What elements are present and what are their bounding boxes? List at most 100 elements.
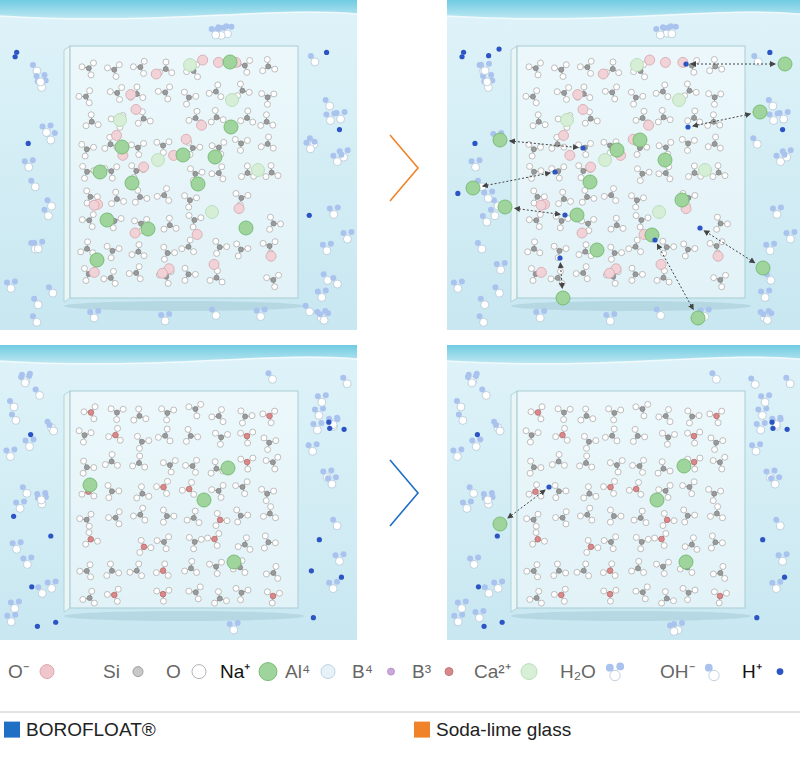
- oxygen-atom: [275, 575, 281, 581]
- oxygen-atom: [631, 101, 637, 107]
- oxygen-atom: [786, 380, 794, 388]
- water-molecule: [303, 139, 317, 153]
- oxygen-atom: [705, 144, 711, 150]
- oxygen-atom: [719, 239, 725, 245]
- oxygen-atom: [102, 145, 108, 151]
- hydroxide-ion: [477, 313, 488, 326]
- silicon-atom: [633, 95, 638, 100]
- hydroxide-ion: [30, 313, 41, 326]
- oxygen-atom: [459, 416, 467, 424]
- silicon-atom: [610, 67, 615, 72]
- oxygen-atom: [207, 561, 213, 567]
- oxygen-atom: [171, 407, 177, 413]
- oxygen-atom: [245, 192, 251, 198]
- oxygen-atom: [94, 194, 100, 200]
- hydroxide-ion: [31, 296, 42, 309]
- water-surface: [0, 0, 357, 19]
- silicon-atom: [167, 463, 172, 468]
- exchange-arrow: [693, 114, 750, 126]
- silicon-atom: [216, 145, 221, 150]
- silicon-atom: [581, 168, 586, 173]
- oxygen-atom: [191, 249, 197, 255]
- oxygen-atom: [247, 546, 253, 552]
- silicon-atom: [270, 460, 275, 465]
- hydrogen-ion: [562, 212, 567, 217]
- oxygen-atom: [244, 163, 250, 169]
- water-molecule: [451, 278, 465, 292]
- silicon-atom: [89, 119, 94, 124]
- silicon-atom: [245, 115, 250, 120]
- oxygen-atom: [711, 101, 717, 107]
- oxygen-atom: [191, 491, 197, 497]
- oxygen-atom: [232, 136, 238, 142]
- oxygen-atom: [143, 416, 149, 422]
- hydrogen-atom: [11, 447, 17, 453]
- oxygen-atom: [275, 173, 281, 179]
- water-molecule: [760, 310, 774, 324]
- silicon-atom: [187, 198, 192, 203]
- oxygen-atom: [153, 570, 159, 576]
- oxygen-ion: [157, 268, 167, 278]
- oxygen-atom: [235, 519, 241, 525]
- exchange-arrow: [515, 208, 560, 214]
- oxygen-atom: [233, 483, 239, 489]
- oxygen-atom: [163, 546, 169, 552]
- oxygen-atom: [272, 408, 278, 414]
- hydrogen-atom: [235, 620, 241, 626]
- sodium-ion: [466, 181, 480, 195]
- oxygen-atom: [333, 522, 341, 530]
- oxygen-atom: [87, 562, 93, 568]
- oxygen-atom: [186, 534, 192, 540]
- oxygen-atom: [497, 266, 505, 274]
- hydrogen-ion: [35, 624, 40, 629]
- oxygen-atom: [199, 169, 205, 175]
- hydrogen-atom: [30, 157, 36, 163]
- oxygen-atom: [166, 197, 172, 203]
- oxygen-atom: [270, 122, 276, 128]
- ions: [83, 461, 241, 569]
- hydrogen-ion: [339, 575, 344, 580]
- oxygen-atom: [263, 571, 269, 577]
- oxygen-atom: [88, 72, 94, 78]
- hydrogen-atom: [333, 474, 339, 480]
- silicon-atom: [192, 539, 197, 544]
- oxygen-atom: [146, 493, 152, 499]
- oxygen-atom: [692, 246, 698, 252]
- oxygen-atom: [132, 218, 138, 224]
- hydrogen-atom: [21, 498, 27, 504]
- oxygen-ion: [577, 228, 587, 238]
- water-molecule: [310, 420, 324, 434]
- hydrogen-atom: [16, 598, 22, 604]
- oxygen-atom: [80, 470, 86, 476]
- oxygen-atom: [657, 311, 665, 319]
- oxygen-atom: [306, 308, 314, 316]
- glass-shadow: [511, 301, 751, 311]
- exchange-arrow: [657, 244, 693, 309]
- glass-edge: [64, 46, 70, 302]
- oxygen-atom: [88, 112, 94, 118]
- oxygen-atom: [109, 201, 115, 207]
- oxygen-atom: [109, 175, 115, 181]
- hydrogen-ion: [11, 514, 16, 519]
- silicon-atom: [87, 595, 92, 600]
- hydrogen-ion: [26, 141, 31, 146]
- boron-atom: [113, 432, 119, 438]
- silicon-atom: [134, 168, 139, 173]
- oxygen-atom: [484, 194, 492, 202]
- oxygen-atom: [36, 391, 44, 399]
- oxygen-atom: [79, 64, 85, 70]
- oxygen-atom: [195, 74, 201, 80]
- oxygen-atom: [271, 488, 277, 494]
- hydroxide-ion: [340, 375, 351, 388]
- oxygen-atom: [563, 62, 569, 68]
- water-molecule: [783, 229, 797, 243]
- oxygen-atom: [776, 522, 784, 530]
- oxygen-atom: [220, 176, 226, 182]
- oxygen-atom: [190, 224, 196, 230]
- hydrogen-atom: [679, 620, 685, 626]
- oxygen-atom: [561, 144, 567, 150]
- silicon-atom: [718, 277, 723, 282]
- oxygen-atom: [7, 284, 15, 292]
- oxygen-atom: [89, 224, 95, 230]
- water-molecule: [770, 204, 784, 218]
